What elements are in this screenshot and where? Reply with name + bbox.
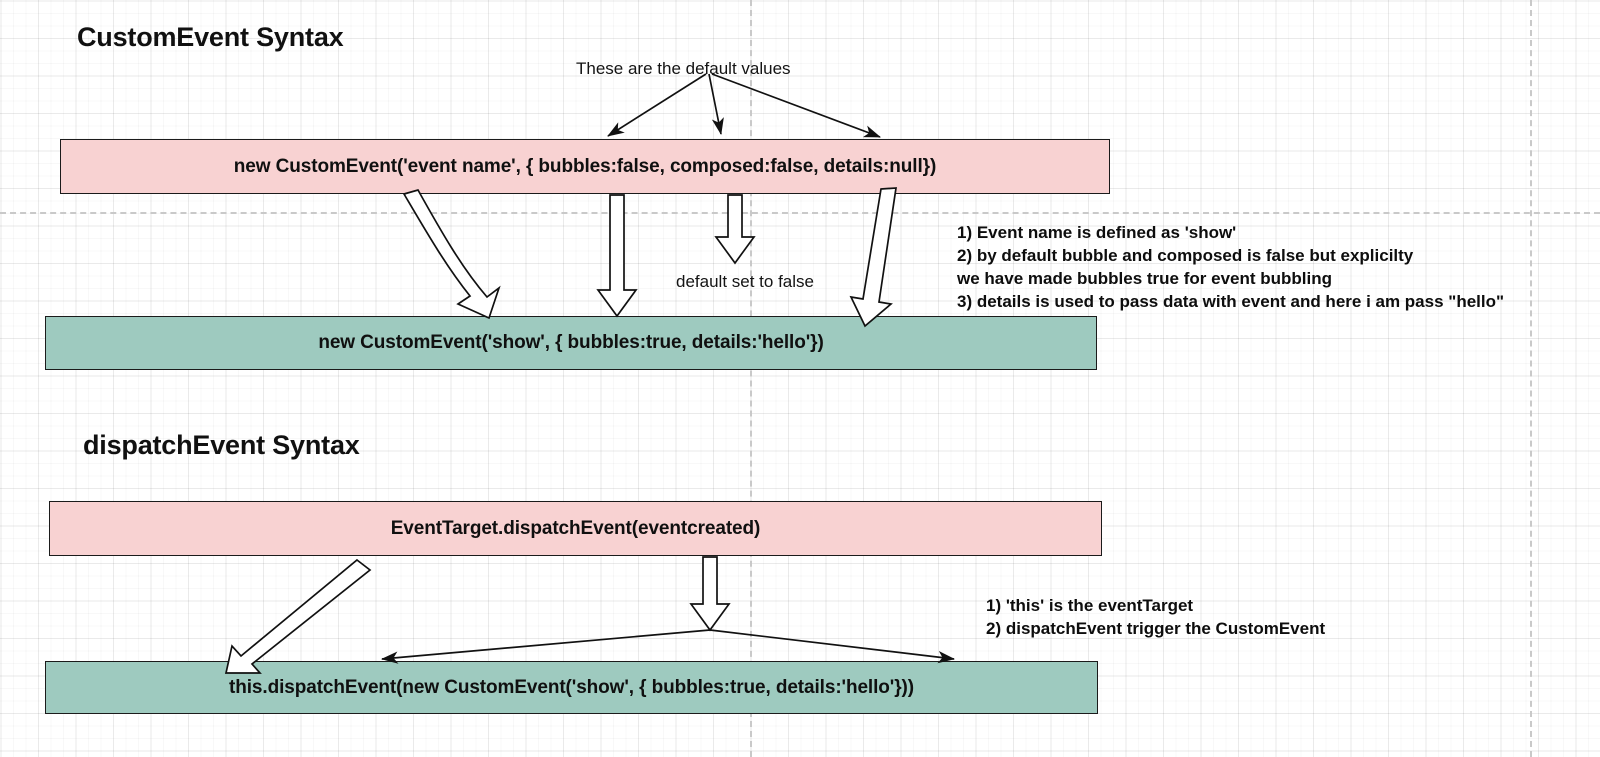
block-arrow-eventname — [402, 188, 501, 320]
dispatchevent-annotations: 1) 'this' is the eventTarget 2) dispatch… — [986, 594, 1325, 640]
annotation-line: 3) details is used to pass data with eve… — [957, 292, 1505, 312]
section-heading-dispatchevent: dispatchEvent Syntax — [83, 430, 360, 460]
customevent-annotations: 1) Event name is defined as 'show' 2) by… — [957, 221, 1504, 313]
annotation-line: 1) 'this' is the eventTarget — [986, 596, 1194, 615]
dispatchevent-syntax-box: EventTarget.dispatchEvent(eventcreated) — [49, 501, 1102, 556]
fan-arrow-middle — [708, 73, 724, 136]
section-heading-customevent: CustomEvent Syntax — [77, 22, 344, 52]
customevent-syntax-box: new CustomEvent('event name', { bubbles:… — [60, 139, 1110, 194]
default-values-note: These are the default values — [576, 59, 791, 78]
annotation-line: 2) by default bubble and composed is fal… — [957, 246, 1414, 266]
block-arrow-details — [849, 187, 897, 328]
thin-arrow-v-right — [709, 629, 956, 664]
default-set-to-false-note: default set to false — [676, 272, 814, 291]
guide-vertical-right — [1530, 0, 1532, 757]
block-arrow-this — [224, 558, 372, 674]
fan-arrow-left — [607, 73, 707, 137]
fan-arrow-right — [711, 73, 881, 138]
block-arrow-dispatch — [689, 556, 731, 632]
thin-arrow-v-left — [380, 629, 711, 664]
guide-vertical-left — [750, 0, 752, 757]
annotation-line: 1) Event name is defined as 'show' — [957, 223, 1237, 242]
dispatchevent-example-box: this.dispatchEvent(new CustomEvent('show… — [45, 661, 1098, 714]
annotation-line: 2) dispatchEvent trigger the CustomEvent — [986, 619, 1326, 639]
customevent-example-box: new CustomEvent('show', { bubbles:true, … — [45, 316, 1097, 370]
block-arrow-composed — [714, 194, 756, 265]
annotation-line: we have made bubbles true for event bubb… — [957, 269, 1333, 289]
guide-horizontal — [0, 212, 1600, 214]
